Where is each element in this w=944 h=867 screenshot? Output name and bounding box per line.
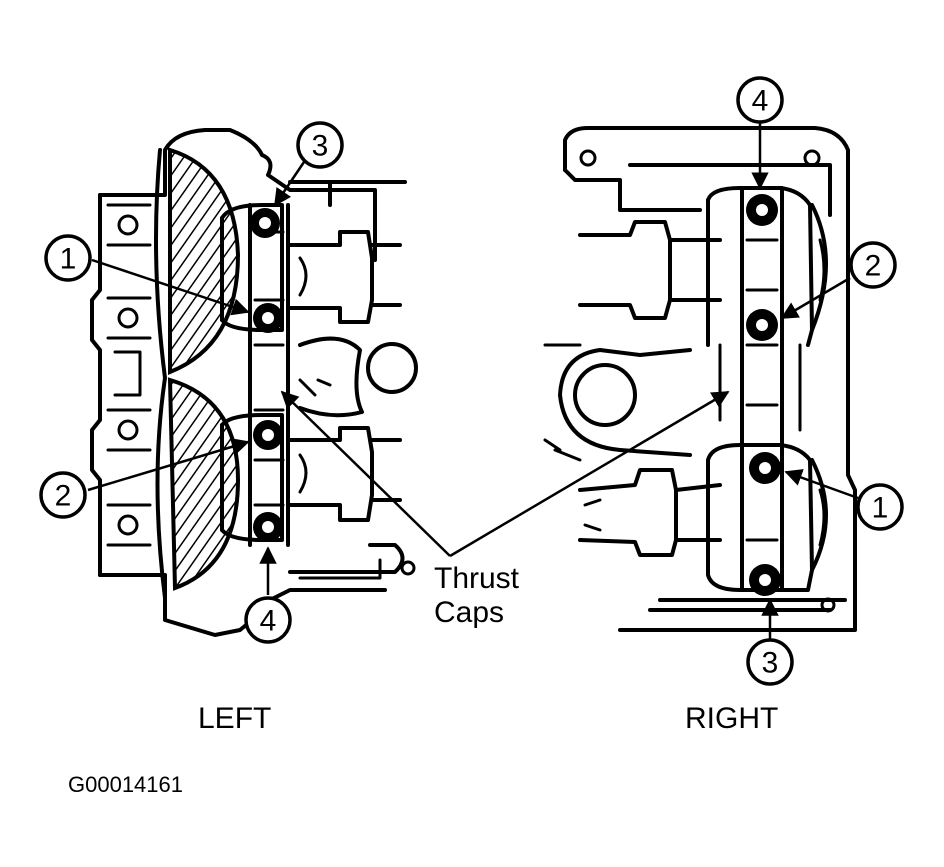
left-callout-3: 3 [296,121,344,169]
svg-text:1: 1 [60,243,77,276]
left-callout-4: 4 [244,596,292,644]
right-callout-2: 2 [849,241,897,289]
right-callouts: 4 2 1 3 [736,76,904,686]
left-bolts [250,208,283,542]
left-callout-1: 1 [44,234,92,282]
right-callout-3: 3 [746,638,794,686]
left-callout-2: 2 [39,471,87,519]
thrust-caps-label-line1: Thrust [434,562,520,595]
svg-text:4: 4 [752,85,769,118]
svg-text:1: 1 [872,492,889,525]
left-head-drawing [90,128,418,637]
right-view-caption: RIGHT [685,702,779,735]
svg-text:2: 2 [865,250,882,283]
svg-text:3: 3 [762,647,779,680]
left-callouts: 3 1 2 4 [39,121,344,644]
right-bolts [746,194,781,596]
left-view-caption: LEFT [198,702,272,735]
figure-id: G00014161 [68,772,183,797]
svg-text:2: 2 [55,480,72,513]
right-callout-4: 4 [736,76,784,124]
right-callout-1: 1 [856,483,904,531]
svg-text:4: 4 [260,605,277,638]
svg-text:3: 3 [312,130,329,163]
thrust-caps-label-line2: Caps [434,596,505,629]
right-head-drawing [543,126,857,632]
leader-lines [87,122,859,640]
